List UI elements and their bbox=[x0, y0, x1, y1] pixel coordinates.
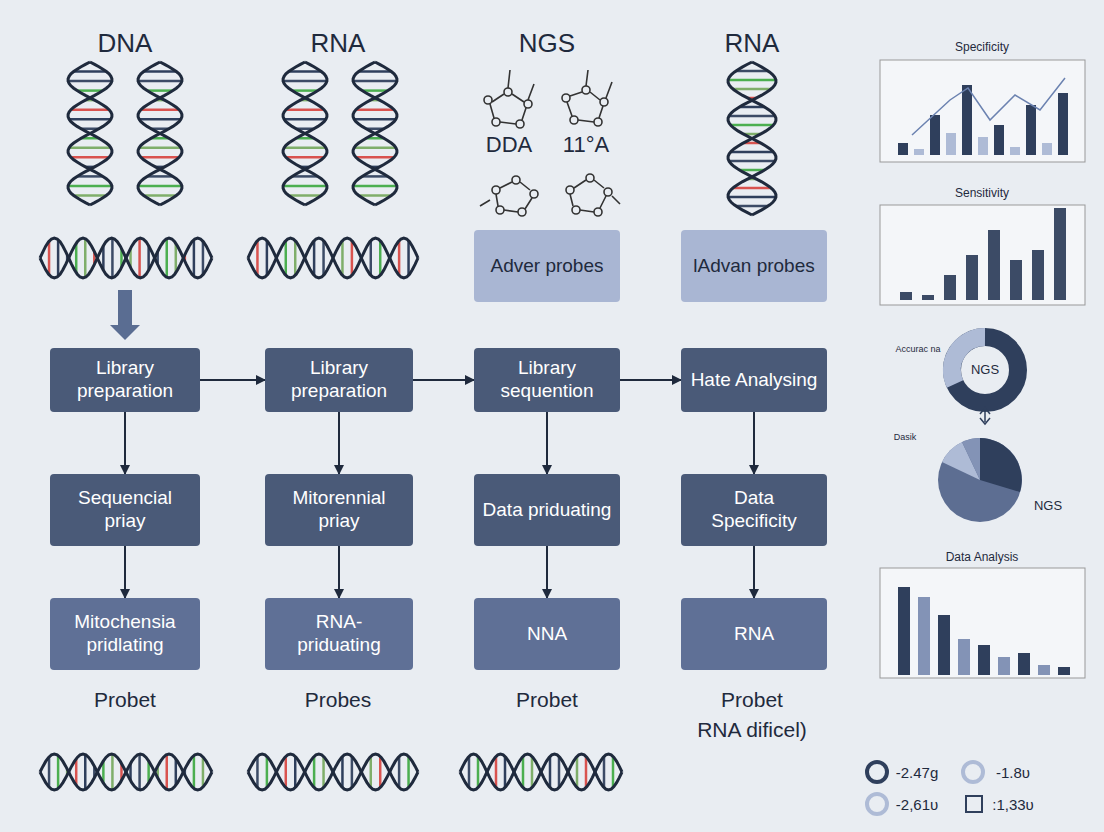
box-text: Library preparation bbox=[273, 357, 405, 403]
chart-title: Data Analysis bbox=[946, 550, 1019, 564]
chart-label: NGS bbox=[1034, 498, 1062, 513]
flow-arrow bbox=[124, 412, 126, 474]
flow-arrow bbox=[620, 379, 681, 381]
box-text: RNA- priduating bbox=[273, 611, 405, 657]
side-charts bbox=[867, 60, 1085, 814]
process-box: Library preparation bbox=[50, 348, 200, 412]
box-text: NNA bbox=[527, 623, 567, 646]
process-box: Data priduating bbox=[474, 474, 620, 546]
process-box: Hate Analysing bbox=[681, 348, 827, 412]
dna-helices bbox=[40, 62, 776, 790]
column-header: DNA bbox=[98, 28, 153, 59]
process-box: Sequencial priay bbox=[50, 474, 200, 546]
box-text: RNA bbox=[734, 623, 774, 646]
probe-label: Probes bbox=[305, 688, 372, 712]
box-text: Data priduating bbox=[483, 499, 612, 522]
column-header: NGS bbox=[519, 28, 575, 59]
flow-arrow bbox=[338, 546, 340, 598]
flow-arrow bbox=[546, 412, 548, 474]
probe-label: Probet bbox=[721, 688, 783, 712]
flow-arrow bbox=[338, 412, 340, 474]
probe-label: Probet bbox=[94, 688, 156, 712]
box-text: Hate Analysing bbox=[691, 369, 818, 392]
flow-arrow bbox=[753, 412, 755, 474]
chart-label: NGS bbox=[971, 362, 999, 377]
note-label: RNA dificel) bbox=[697, 718, 807, 742]
molecule-drawings bbox=[480, 70, 620, 216]
value-label: -1.8υ bbox=[996, 764, 1030, 781]
process-box: Mitochensia pridlating bbox=[50, 598, 200, 670]
down-arrow-shaft bbox=[118, 290, 132, 330]
column-header: RNA bbox=[725, 28, 780, 59]
process-box: NNA bbox=[474, 598, 620, 670]
process-box: Mitorennial priay bbox=[265, 474, 413, 546]
box-text: Mitochensia pridlating bbox=[58, 611, 192, 657]
molecule-label: 11°A bbox=[563, 132, 609, 158]
process-box: Library sequention bbox=[474, 348, 620, 412]
probe-box: Adver probes bbox=[474, 230, 620, 302]
probe-label: Probet bbox=[516, 688, 578, 712]
chart-label: Accurac na bbox=[895, 344, 940, 354]
molecule-label: DDA bbox=[486, 132, 532, 158]
column-header: RNA bbox=[311, 28, 366, 59]
flow-arrow bbox=[753, 546, 755, 598]
box-text: Mitorennial priay bbox=[273, 487, 405, 533]
down-arrow-head bbox=[110, 325, 140, 340]
box-text: Library preparation bbox=[58, 357, 192, 403]
box-text: Library sequention bbox=[482, 357, 612, 403]
box-text: Data Specificity bbox=[689, 487, 819, 533]
box-text: lAdvan probes bbox=[693, 255, 814, 278]
value-label: -2.47g bbox=[896, 764, 939, 781]
chart-label: Dasik bbox=[894, 432, 917, 442]
chart-title: Specificity bbox=[955, 40, 1009, 54]
flow-arrow bbox=[200, 379, 265, 381]
process-box: Library preparation bbox=[265, 348, 413, 412]
box-text: Adver probes bbox=[490, 255, 603, 278]
probe-box: lAdvan probes bbox=[681, 230, 827, 302]
value-label: :1,33υ bbox=[992, 796, 1034, 813]
process-box: RNA bbox=[681, 598, 827, 670]
process-box: Data Specificity bbox=[681, 474, 827, 546]
flow-arrow bbox=[413, 379, 474, 381]
process-box: RNA- priduating bbox=[265, 598, 413, 670]
value-label: -2,61υ bbox=[896, 796, 938, 813]
flow-arrow bbox=[546, 546, 548, 598]
box-text: Sequencial priay bbox=[58, 487, 192, 533]
flow-arrow bbox=[124, 546, 126, 598]
chart-title: Sensitivity bbox=[955, 186, 1009, 200]
